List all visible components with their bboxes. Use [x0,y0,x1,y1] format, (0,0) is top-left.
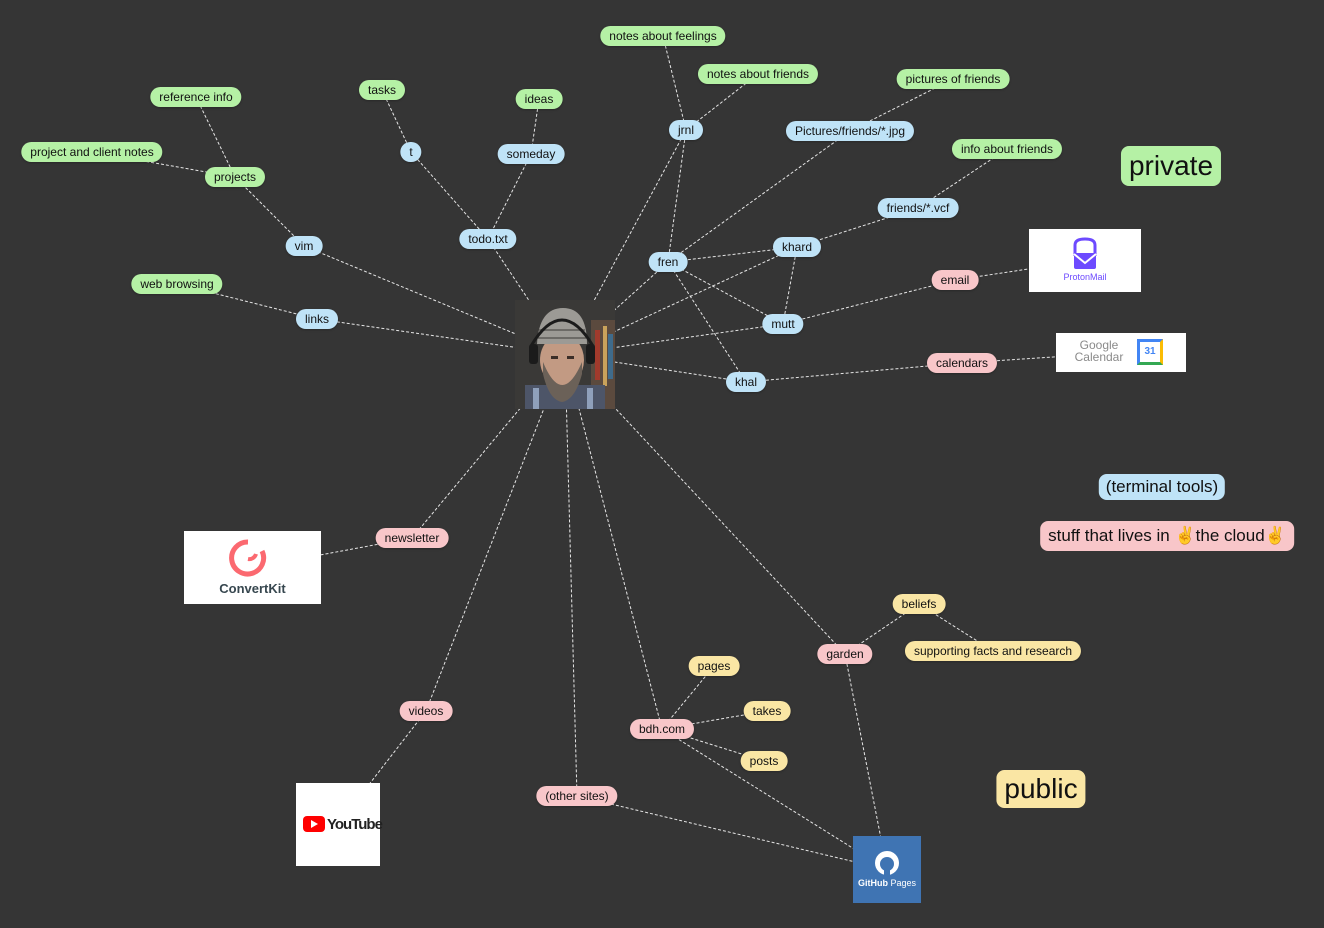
node-web-browsing: web browsing [131,274,223,294]
youtube-label: YouTube [327,816,383,833]
node-email: email [931,270,979,290]
node-khard: khard [772,237,822,257]
node-garden: garden [817,644,873,664]
edge-links-avatar [316,318,566,355]
edge-garden-github_pages [844,653,888,870]
edge-khard-avatar [564,246,798,355]
avatar [515,300,615,409]
node-notes-about-feelings: notes about feelings [600,26,726,46]
node-notes-about-friends: notes about friends [697,64,819,84]
convertkit-label: ConvertKit [219,581,286,596]
convertkit-logo: ConvertKit [184,531,321,604]
edge-avatar-bdh_com [564,354,663,730]
node-tasks: tasks [358,80,406,100]
node-khal: khal [725,372,767,392]
edge-fren-mutt [667,261,784,325]
node-supporting-facts-and-research: supporting facts and research [904,641,1082,661]
node-todo-txt: todo.txt [459,229,517,249]
edge-other_sites-github_pages [576,795,888,870]
edge-web_browsing-links [176,283,318,320]
legend-terminal-tools: (terminal tools) [1098,474,1226,500]
edge-jrnl-fren [667,129,687,263]
node-pictures-path: Pictures/friends/*.jpg [785,121,915,141]
edge-reference_info-projects [195,96,236,178]
edge-avatar-videos [425,354,566,712]
node-calendars: calendars [926,353,998,373]
node-mutt: mutt [762,314,804,334]
node-newsletter: newsletter [375,528,449,548]
node-t: t [400,142,422,162]
node-project-and-client-notes: project and client notes [21,142,163,162]
google-calendar-label-1: Google [1079,338,1119,352]
google-calendar-logo: Google Calendar 31 [1056,333,1186,372]
node-someday: someday [497,144,565,164]
node-jrnl: jrnl [668,120,704,140]
edge-fren-khard [667,246,798,263]
node-vim: vim [285,236,323,256]
youtube-logo: YouTube [296,783,383,866]
edge-mutt-avatar [564,323,784,355]
node-info-about-friends: info about friends [951,139,1063,159]
protonmail-icon [1073,237,1097,269]
edge-layer [91,35,1122,870]
github-octocat-icon [875,851,899,876]
protonmail-logo: ProtonMail [1029,229,1141,292]
legend-private: private [1120,146,1222,186]
edge-bdh_com-pages [661,665,715,730]
node-links: links [295,309,339,329]
edge-mutt-email [782,279,956,325]
edge-fren-khal [667,261,747,383]
edge-pictures_path-fren [667,130,851,263]
edge-bdh_com-github_pages [661,728,888,870]
calendar-icon: 31 [1137,339,1163,365]
node-bdh-com: bdh.com [629,719,695,739]
youtube-play-icon [303,816,325,832]
node-beliefs: beliefs [892,594,946,614]
node-pictures-of-friends: pictures of friends [896,69,1010,89]
edge-projects-vim [234,176,305,247]
edge-avatar-garden [564,354,846,655]
legend-cloud: stuff that lives in ✌️the cloud✌️ [1040,521,1294,551]
node-friends-vcf: friends/*.vcf [877,198,959,218]
node-reference-info: reference info [150,87,242,107]
edge-tasks-t [381,89,412,153]
protonmail-label: ProtonMail [1063,272,1107,282]
edge-notes_feelings-jrnl [662,35,687,131]
node-ideas: ideas [515,89,563,109]
github-pages-label-1: GitHub [857,878,888,888]
edge-khard-mutt [782,246,798,325]
google-calendar-label-2: Calendar [1074,350,1124,364]
edge-t-todo_txt [410,151,489,240]
github-pages-logo: GitHub Pages [853,836,921,903]
avatar-portrait [515,300,615,409]
node-other-sites: (other sites) [536,786,618,806]
calendar-day: 31 [1144,346,1156,357]
edge-khal-calendars [745,362,963,383]
node-pages: pages [688,656,740,676]
edge-someday-todo_txt [487,153,532,240]
github-pages-label-2: Pages [890,878,917,888]
edge-avatar-other_sites [564,354,578,797]
node-posts: posts [740,751,788,771]
node-projects: projects [204,167,266,187]
legend-public: public [996,770,1086,808]
edge-videos-youtube [337,710,427,825]
node-videos: videos [399,701,453,721]
convertkit-icon [229,539,267,577]
node-fren: fren [648,252,688,272]
node-takes: takes [743,701,791,721]
